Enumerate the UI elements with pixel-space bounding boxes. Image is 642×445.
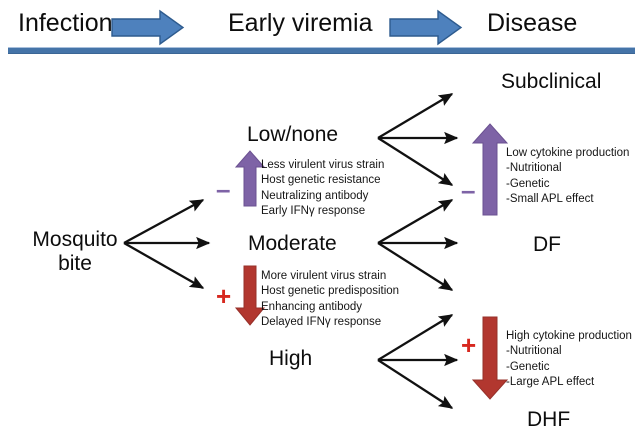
source-mosquito-bite: Mosquito bite xyxy=(22,228,128,275)
sign-plus-high-viremia: + xyxy=(216,281,232,311)
edges-from-mosquito-bite xyxy=(123,198,211,289)
sign-plus-dhf: + xyxy=(461,330,477,360)
header-stage-early-viremia: Early viremia xyxy=(228,9,373,37)
header-stage-disease: Disease xyxy=(487,9,578,37)
viremia-level-high: High xyxy=(269,347,313,370)
modifier-arrow-down-dhf xyxy=(471,316,509,400)
note-line: Low cytokine production xyxy=(506,147,630,159)
modifier-arrow-up-subclinical xyxy=(471,123,509,216)
note-line: Less virulent virus strain xyxy=(261,159,385,171)
source-line-1: Mosquito xyxy=(32,228,118,251)
note-line: -Large APL effect xyxy=(506,375,595,388)
note-line: High cytokine production xyxy=(506,330,632,342)
edges-from-low-viremia xyxy=(377,93,459,186)
note-subclinical-factors: Low cytokine production -Nutritional -Ge… xyxy=(506,146,629,207)
note-line: Host genetic resistance xyxy=(261,174,381,187)
note-line: More virulent virus strain xyxy=(261,270,387,282)
viremia-level-moderate: Moderate xyxy=(248,232,337,255)
note-line: Host genetic predisposition xyxy=(261,285,400,298)
note-line: Delayed IFNγ response xyxy=(261,315,382,328)
note-line: -Nutritional xyxy=(506,345,562,358)
modifier-arrow-down-high-viremia xyxy=(234,265,266,326)
source-line-2: bite xyxy=(58,251,92,275)
note-high-viremia-factors: More virulent virus strain Host genetic … xyxy=(261,269,399,330)
viremia-level-low: Low/none xyxy=(247,123,339,146)
sign-minus-subclinical: – xyxy=(461,175,476,205)
header-arrow-1 xyxy=(111,9,185,46)
note-line: -Genetic xyxy=(506,177,550,190)
sign-minus-low-viremia: – xyxy=(216,174,231,204)
note-line: -Genetic xyxy=(506,360,550,373)
outcome-df: DF xyxy=(533,233,561,256)
header-divider-rule xyxy=(8,47,635,54)
header-arrow-2 xyxy=(389,9,463,46)
outcome-subclinical: Subclinical xyxy=(501,70,602,93)
note-line: Enhancing antibody xyxy=(261,300,363,313)
note-line: Neutralizing antibody xyxy=(261,189,369,202)
note-line: -Small APL effect xyxy=(506,192,594,205)
modifier-arrow-up-low-viremia xyxy=(234,150,266,207)
note-line: Early IFNγ response xyxy=(261,204,366,217)
header-stage-infection: Infection xyxy=(18,9,113,37)
note-low-viremia-factors: Less virulent virus strain Host genetic … xyxy=(261,158,384,219)
note-dhf-factors: High cytokine production -Nutritional -G… xyxy=(506,329,632,390)
outcome-dhf: DHF xyxy=(527,408,571,431)
note-line: -Nutritional xyxy=(506,162,562,175)
